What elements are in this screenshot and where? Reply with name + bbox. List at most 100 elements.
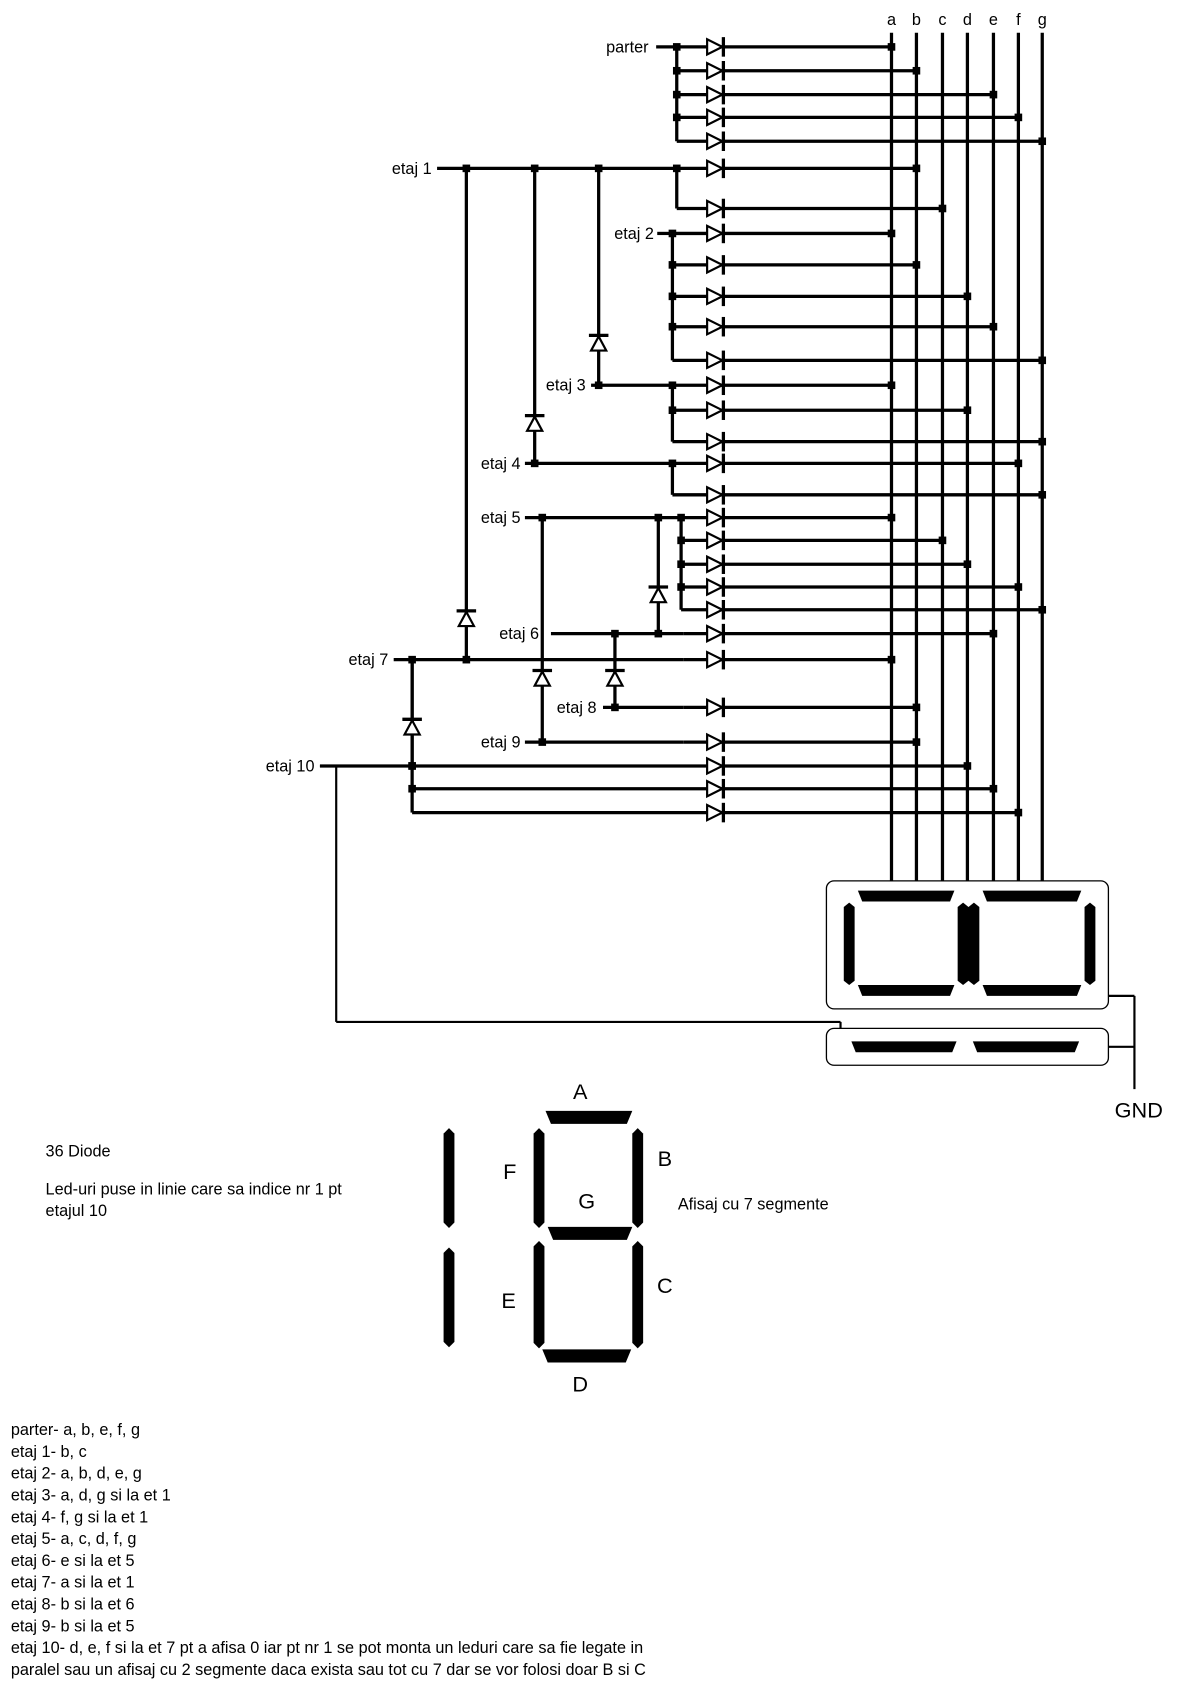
diode [706, 223, 726, 244]
note-line: etaj 1- b, c [11, 1443, 87, 1461]
column-label-c: c [938, 11, 946, 29]
diode [706, 84, 726, 105]
diode-triangle [706, 454, 725, 473]
segment-label-e: E [501, 1288, 515, 1313]
diode-triangle [456, 609, 476, 628]
digit-1-seg-f [843, 902, 855, 986]
diode-triangle [532, 669, 552, 687]
diode-triangle [706, 508, 725, 527]
digit-1-seg-b [957, 902, 969, 986]
diode-triangle [706, 255, 725, 275]
segment-e [533, 1240, 545, 1349]
note-line: etaj 3- a, d, g si la et 1 [11, 1487, 171, 1505]
junction-dot [963, 560, 972, 569]
digit-2-seg-d [982, 985, 1082, 996]
diode [706, 802, 726, 823]
junction-dot [938, 536, 947, 545]
diode [706, 286, 726, 307]
diodes [402, 37, 726, 823]
segment-label-f: F [503, 1159, 516, 1184]
junction-dot [1014, 808, 1023, 817]
diode-triangle [706, 485, 725, 505]
note-line: etaj 7- a si la et 1 [11, 1574, 135, 1592]
diode-triangle [706, 577, 725, 597]
diode-triangle [706, 432, 725, 452]
diode [706, 375, 726, 396]
diode-triangle [525, 414, 545, 432]
diode-triangle [589, 334, 609, 352]
junction-dot [912, 703, 921, 712]
diode-triangle [605, 669, 625, 687]
diode [706, 697, 726, 718]
diode-triangle [706, 317, 725, 337]
link-diode [588, 333, 609, 352]
diode-triangle [706, 85, 725, 104]
floor-label-etaj1: etaj 1 [392, 160, 432, 178]
diode-triangle [706, 61, 725, 81]
diode-triangle [706, 286, 725, 306]
display-bar-box [825, 1027, 1110, 1066]
segment-g [547, 1226, 633, 1240]
gnd-label: GND [1115, 1097, 1163, 1122]
junction-dot [989, 322, 998, 331]
diode-triangle [706, 650, 725, 670]
junction-dot [989, 784, 998, 793]
diode-triangle [706, 131, 725, 151]
link-diode [605, 668, 625, 687]
bar-segment-1 [851, 1041, 957, 1053]
note-line: paralel sau un afisaj cu 2 segmente daca… [11, 1661, 646, 1679]
link-diode [524, 414, 545, 432]
diode [706, 778, 726, 799]
note-line: etaj 10- d, e, f si la et 7 pt a afisa 0… [11, 1639, 643, 1657]
junction-dot [1038, 137, 1047, 146]
one-led-bottom [443, 1247, 455, 1348]
link-diode [648, 585, 669, 604]
diode [706, 255, 726, 275]
diode [706, 530, 726, 551]
column-label-e: e [989, 11, 998, 29]
link-diode [456, 609, 477, 628]
diode [706, 485, 726, 505]
junction-dot [963, 762, 972, 770]
junction-dot [963, 406, 972, 415]
junction-dot [912, 66, 921, 75]
seven-segment-display: GND [825, 880, 1163, 1122]
floor-label-etaj2: etaj 2 [614, 225, 654, 243]
diode-triangle [706, 159, 725, 178]
column-label-g: g [1038, 11, 1047, 29]
digit-2-seg-f [968, 902, 980, 986]
segment-f [533, 1128, 545, 1228]
junction-dot [1014, 113, 1023, 122]
column-label-f: f [1016, 11, 1021, 29]
junction-dot [963, 292, 972, 301]
junction-dot [887, 513, 896, 522]
diode-count: 36 Diode [46, 1142, 111, 1160]
diode [706, 158, 726, 179]
junction-dot [887, 43, 896, 51]
bar-segment-2 [972, 1041, 1080, 1053]
diode-triangle [706, 554, 725, 574]
segment-c [632, 1240, 644, 1349]
diode [706, 198, 726, 219]
diode [706, 60, 726, 81]
junction-dot [989, 629, 998, 638]
floor-label-etaj7: etaj 7 [349, 651, 389, 669]
diode [706, 649, 726, 670]
diode-triangle [706, 37, 725, 57]
column-label-a: a [887, 11, 897, 29]
segment-label-c: C [657, 1273, 673, 1298]
junction-dot [1038, 491, 1047, 499]
diode-triangle [706, 600, 725, 620]
segment-label-a: A [573, 1079, 588, 1104]
segment-a [545, 1110, 633, 1124]
diode-triangle [706, 756, 725, 776]
segment-label-d: D [572, 1372, 588, 1397]
diode-triangle [706, 698, 725, 717]
note-line: etaj 6- e si la et 5 [11, 1552, 135, 1570]
diode-triangle [706, 732, 725, 752]
segment-b [632, 1128, 644, 1228]
diode [706, 107, 726, 128]
junction-dot [538, 513, 547, 522]
note-line: etaj 4- f, g si la et 1 [11, 1508, 148, 1526]
